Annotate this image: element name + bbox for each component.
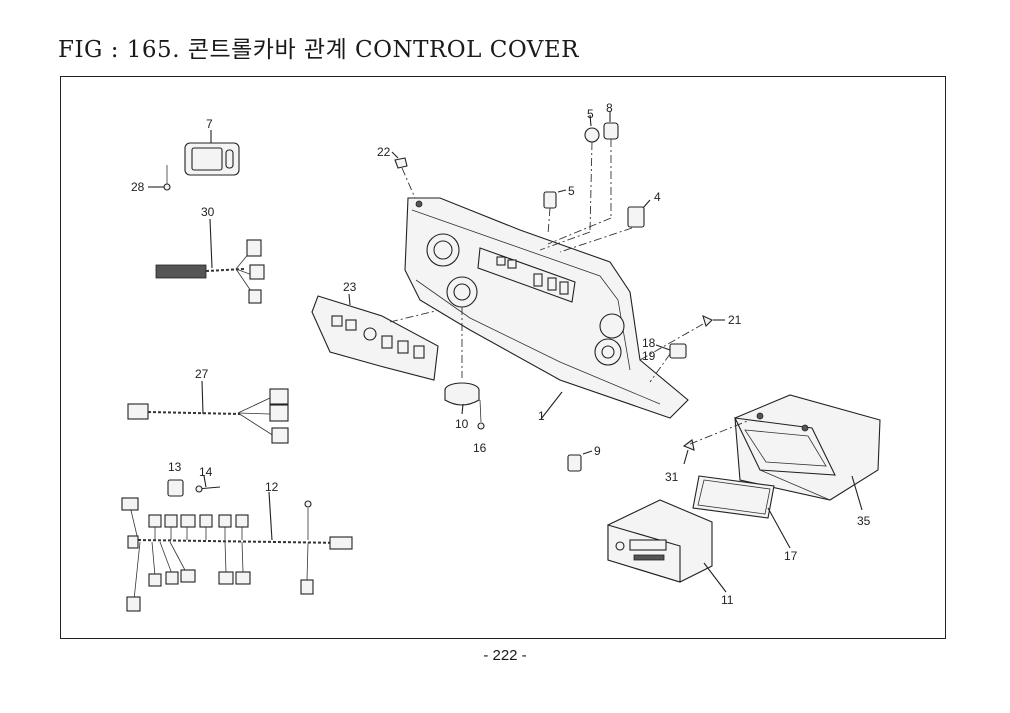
part-7-knob (539, 114, 600, 251)
part-1-control-cover (404, 197, 689, 420)
label-part-5-lower: 9 (594, 444, 601, 458)
label-part-30: 30 (201, 205, 215, 219)
label-part-13: 13 (168, 460, 182, 474)
label-part-22: 27 (195, 367, 209, 381)
label-part-7: 5 (587, 107, 594, 121)
label-part-12: 12 (265, 480, 279, 494)
part-21-bezel (311, 293, 449, 381)
label-part-18: 21 (728, 313, 742, 327)
part-27-screw (148, 165, 171, 191)
label-part-11: 11 (721, 593, 734, 607)
page-number: - 222 - (483, 647, 527, 664)
label-part-28: 31 (665, 470, 679, 484)
part-28-screw (682, 419, 751, 465)
label-part-1: 1 (538, 409, 545, 423)
part-13-plug (167, 479, 184, 497)
part-11-radio (607, 499, 727, 593)
part-23-screw (477, 399, 485, 430)
part-9-knob (547, 111, 619, 245)
part-18-screw (639, 315, 725, 361)
figure-title: FIG : 165. 콘트롤카바 관계 CONTROL COVER (58, 37, 579, 63)
label-part-21: 23 (343, 280, 357, 294)
label-part-14: 14 (199, 465, 213, 479)
label-part-9: 8 (606, 101, 613, 115)
label-part-35: 35 (857, 514, 871, 528)
part-19-screw (391, 151, 416, 199)
label-part-10: 10 (455, 417, 469, 431)
label-part-27: 28 (131, 180, 145, 194)
label-part-17: 19 (642, 349, 656, 363)
part-4-switch (559, 199, 651, 253)
part-22-harness (127, 380, 289, 444)
part-31-gasket (692, 475, 791, 549)
part-30-harness (155, 218, 265, 304)
part-16-17-bracket (649, 343, 687, 383)
part-10-ring (444, 307, 480, 415)
label-part-23: 16 (473, 441, 487, 455)
part-8-display (184, 130, 240, 176)
part-35-housing (734, 394, 881, 511)
part-12-main-harness (121, 491, 353, 612)
part-5-clip-upper (543, 189, 567, 235)
label-part-4: 4 (654, 190, 661, 204)
diagram-frame (60, 76, 946, 639)
label-part-31: 17 (784, 549, 798, 563)
part-14-pin (195, 475, 221, 493)
label-part-5-upper: 5 (568, 184, 575, 198)
label-part-8: 7 (206, 117, 213, 131)
label-part-19: 22 (377, 145, 391, 159)
label-part-16: 18 (642, 336, 656, 350)
part-5-clip-lower (567, 450, 593, 472)
